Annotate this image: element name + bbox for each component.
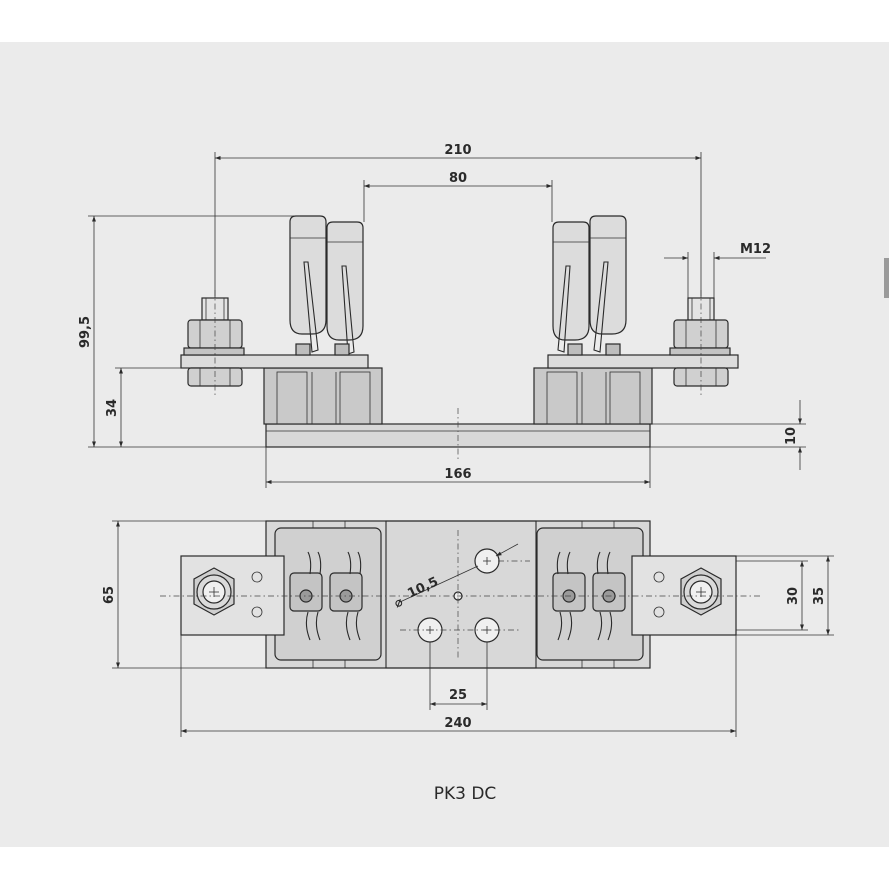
top-clips-left — [289, 551, 363, 641]
dim-35: 35 — [812, 587, 827, 605]
dim-34: 34 — [105, 399, 120, 417]
dim-210: 210 — [444, 143, 471, 158]
dim-10: 10 — [784, 427, 799, 445]
top-view: ⌀ 10,5 65 30 35 25 240 — [102, 520, 834, 737]
top-nut-left — [193, 567, 263, 618]
contact-clips-right — [552, 215, 627, 356]
dim-65: 65 — [102, 586, 117, 604]
bolt-right — [669, 297, 731, 387]
edge-marker — [884, 258, 889, 298]
drawing-title: PK3 DC — [434, 784, 497, 804]
insulator-left — [263, 367, 383, 425]
bolt-left — [183, 297, 245, 387]
dim-166: 166 — [444, 467, 471, 482]
dim-99-5: 99,5 — [78, 316, 93, 348]
terminal-bar-left — [180, 354, 369, 369]
insulator-right — [533, 367, 653, 425]
contact-clips-left — [289, 215, 364, 356]
terminal-bar-right — [547, 354, 739, 369]
dim-240: 240 — [444, 716, 471, 731]
dim-25: 25 — [449, 688, 467, 703]
dim-80: 80 — [449, 171, 467, 186]
dim-30: 30 — [786, 587, 801, 605]
dim-m12: M12 — [740, 242, 771, 257]
side-view: 210 80 M12 99,5 34 10 166 — [78, 143, 806, 488]
top-nut-right — [653, 567, 722, 618]
